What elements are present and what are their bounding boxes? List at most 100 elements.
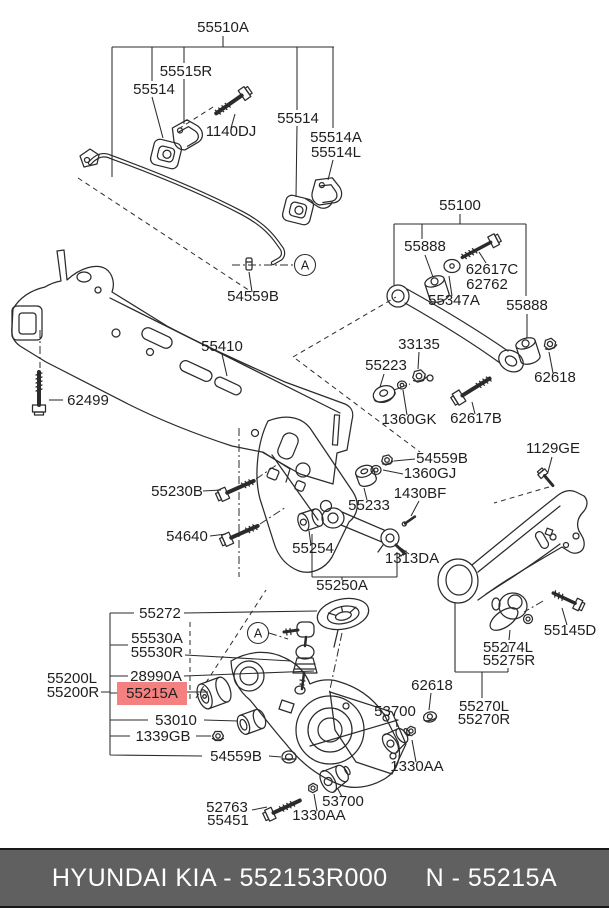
part-label-1330AA-right[interactable]: 1330AA bbox=[390, 758, 443, 775]
assist-arm-art bbox=[297, 507, 407, 557]
stabilizer-bar-art bbox=[79, 148, 286, 266]
part-label-55100[interactable]: 55100 bbox=[439, 197, 481, 214]
part-label-55510A[interactable]: 55510A bbox=[197, 19, 249, 36]
spring-pad-art bbox=[316, 597, 370, 648]
part-label-1360GJ[interactable]: 1360GJ bbox=[404, 465, 457, 482]
reference-lines bbox=[39, 106, 550, 700]
bushing-55233-art bbox=[355, 464, 377, 487]
part-label-54559B-mid[interactable]: 54559B bbox=[416, 450, 468, 467]
bolt-62617C-art bbox=[460, 233, 502, 260]
washer-1360GK-art bbox=[396, 380, 408, 390]
part-label-62618-right[interactable]: 62618 bbox=[534, 369, 576, 386]
trailing-arm-art bbox=[437, 490, 588, 604]
part-label-55272[interactable]: 55272 bbox=[139, 605, 181, 622]
washer-55347A-art bbox=[443, 258, 461, 274]
part-label-55274L[interactable]: 55274L bbox=[483, 639, 533, 656]
part-label-55254[interactable]: 55254 bbox=[292, 540, 334, 557]
part-label-62499[interactable]: 62499 bbox=[67, 392, 109, 409]
part-label-1313DA[interactable]: 1313DA bbox=[385, 550, 439, 567]
part-label-55223[interactable]: 55223 bbox=[365, 357, 407, 374]
selected-part-highlight[interactable] bbox=[117, 682, 187, 705]
bolt-62499-art bbox=[31, 370, 47, 416]
bushing-55888-right-art bbox=[515, 337, 541, 365]
part-label-55410[interactable]: 55410 bbox=[201, 338, 243, 355]
bolt-54559B-top-art bbox=[245, 257, 253, 271]
nut-1339GB-art bbox=[211, 730, 225, 742]
callout-a-top: A bbox=[293, 253, 317, 277]
part-label-55200R[interactable]: 55200R bbox=[47, 684, 100, 701]
footer-bar: HYUNDAI KIA - 552153R000 N - 55215A bbox=[0, 848, 609, 908]
part-label-55514A[interactable]: 55514A bbox=[310, 129, 362, 146]
part-label-52763[interactable]: 52763 bbox=[206, 799, 248, 816]
footer-part-number: HYUNDAI KIA - 552153R000 bbox=[51, 863, 388, 892]
part-label-55233[interactable]: 55233 bbox=[348, 497, 390, 514]
nut-1330AA-low-art bbox=[308, 782, 318, 794]
part-label-1430BF[interactable]: 1430BF bbox=[394, 485, 447, 502]
part-label-54559B-top[interactable]: 54559B bbox=[227, 288, 279, 305]
stabilizer-clamp-55515R-art bbox=[171, 119, 204, 151]
part-label-55888-right[interactable]: 55888 bbox=[506, 297, 548, 314]
part-label-55230B[interactable]: 55230B bbox=[151, 483, 203, 500]
stabilizer-bushing-left-art bbox=[149, 138, 183, 170]
nut-54559B-mid-art bbox=[381, 454, 394, 466]
part-label-55514-left[interactable]: 55514 bbox=[133, 81, 175, 98]
part-label-53010[interactable]: 53010 bbox=[155, 712, 197, 729]
part-label-55275R[interactable]: 55275R bbox=[483, 652, 536, 669]
part-label-55215A-selected[interactable]: 55215A bbox=[126, 685, 178, 702]
grommet-54559B-bot-art bbox=[281, 750, 297, 764]
bushing-55215A-art bbox=[196, 676, 232, 710]
pin-1430BF-art bbox=[401, 515, 417, 527]
knuckle-art bbox=[256, 416, 358, 573]
bolt-62617B-art bbox=[450, 376, 492, 406]
part-label-1330AA-low[interactable]: 1330AA bbox=[292, 807, 345, 824]
washer-55223-art bbox=[372, 384, 396, 404]
bushing-53700-low-art bbox=[319, 764, 351, 794]
part-label-55515R[interactable]: 55515R bbox=[160, 63, 213, 80]
part-label-55888-left[interactable]: 55888 bbox=[404, 238, 446, 255]
bushing-53010-art bbox=[236, 708, 267, 735]
part-label-62617B[interactable]: 62617B bbox=[450, 410, 502, 427]
part-label-1140DJ[interactable]: 1140DJ bbox=[206, 123, 257, 140]
rear-suspension-diagram: A A 55510A 55515R 55514 1140DJ 55514 555… bbox=[11, 19, 597, 829]
part-label-55530A[interactable]: 55530A bbox=[131, 630, 183, 647]
bolt-1140DJ-art bbox=[214, 85, 253, 116]
nut-1330AA-right-art bbox=[406, 725, 416, 737]
part-label-62762[interactable]: 62762 bbox=[466, 276, 508, 293]
part-label-54559B-bot[interactable]: 54559B bbox=[210, 748, 262, 765]
tension-arm-art bbox=[386, 284, 524, 382]
part-label-54640[interactable]: 54640 bbox=[166, 528, 208, 545]
nut-33135-art bbox=[412, 369, 427, 383]
part-label-33135[interactable]: 33135 bbox=[398, 336, 440, 353]
callout-a-top-letter: A bbox=[301, 259, 310, 273]
part-label-55270R[interactable]: 55270R bbox=[458, 711, 511, 728]
part-label-1339GB[interactable]: 1339GB bbox=[135, 728, 190, 745]
part-label-55514L[interactable]: 55514L bbox=[311, 144, 361, 161]
part-label-62617C[interactable]: 62617C bbox=[466, 261, 519, 278]
part-label-55145D[interactable]: 55145D bbox=[544, 622, 597, 639]
stabilizer-link-art bbox=[282, 621, 318, 691]
part-label-1129GE[interactable]: 1129GE bbox=[526, 440, 580, 457]
crossmember-art bbox=[11, 249, 354, 492]
part-label-62618-low[interactable]: 62618 bbox=[411, 677, 453, 694]
part-label-53700-low[interactable]: 53700 bbox=[322, 793, 364, 810]
bushing-53700-up-art bbox=[381, 727, 411, 754]
part-label-1360GK[interactable]: 1360GK bbox=[381, 411, 436, 428]
part-label-55347A[interactable]: 55347A bbox=[428, 292, 480, 309]
callout-a-bottom-letter: A bbox=[254, 627, 263, 641]
leader-lines bbox=[49, 36, 568, 812]
bolt-55145D-art bbox=[551, 590, 586, 612]
bolt-55230B-art bbox=[214, 478, 256, 503]
part-label-55200L[interactable]: 55200L bbox=[47, 670, 97, 687]
part-label-55451[interactable]: 55451 bbox=[207, 812, 249, 829]
part-label-55530R[interactable]: 55530R bbox=[131, 644, 184, 661]
part-labels: 55510A 55515R 55514 1140DJ 55514 55514A … bbox=[47, 19, 597, 829]
part-label-55270L[interactable]: 55270L bbox=[459, 698, 509, 715]
part-label-53700-up[interactable]: 53700 bbox=[374, 703, 416, 720]
part-label-55514-right[interactable]: 55514 bbox=[277, 110, 319, 127]
bolt-52763-art bbox=[262, 798, 302, 822]
part-label-55250A[interactable]: 55250A bbox=[316, 577, 368, 594]
stabilizer-bushing-right-art bbox=[281, 194, 315, 226]
part-label-28990A[interactable]: 28990A bbox=[130, 668, 182, 685]
callout-a-bottom: A bbox=[246, 621, 270, 645]
